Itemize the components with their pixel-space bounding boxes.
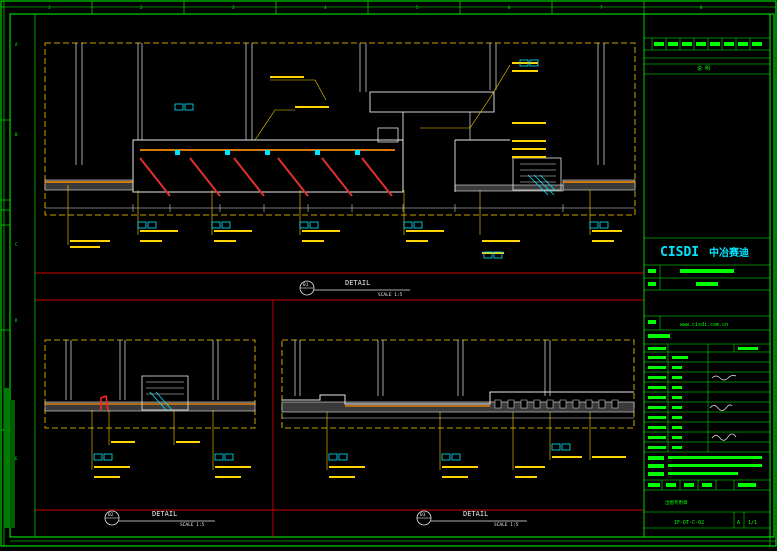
frame-number: 2 xyxy=(140,5,143,10)
frame-number: 4 xyxy=(324,5,327,10)
frame-letter: C xyxy=(15,242,18,247)
frame-number: 3 xyxy=(232,5,235,10)
detail-scale: SCALE 1:5 xyxy=(378,292,403,298)
detail-number: 03 xyxy=(420,512,426,518)
frame-number: 6 xyxy=(508,5,511,10)
section-dividers xyxy=(34,14,644,537)
detail-number: 01 xyxy=(303,282,309,288)
detail-02-drawing xyxy=(44,339,256,478)
detail-01-drawing xyxy=(44,42,636,259)
detail-title: DETAIL xyxy=(345,279,370,287)
detail-number: 02 xyxy=(108,512,114,518)
detail-03-callout: 03 DETAIL SCALE 1:5 xyxy=(416,510,527,528)
company-website: www.cisdi.com.cn xyxy=(680,322,728,328)
frame-letter: B xyxy=(15,132,18,137)
company-logo: CISDI xyxy=(660,245,699,260)
left-notes xyxy=(4,388,15,528)
detail-03-drawing xyxy=(281,339,635,478)
frame-letter: D xyxy=(15,318,18,323)
frame-number: 5 xyxy=(416,5,419,10)
notes-header: 说 明 xyxy=(697,65,710,72)
company-name: 中冶赛迪 xyxy=(709,246,749,259)
stamp-label: 出图专用章 xyxy=(665,499,688,506)
frame-column-numbers: 1 2 3 4 5 6 7 8 xyxy=(48,5,703,10)
drawing-number: IF-DT-C-02 xyxy=(674,520,704,526)
frame-letter: A xyxy=(15,42,18,47)
detail-title: DETAIL xyxy=(152,510,177,518)
frame-row-letters: A B C D E xyxy=(15,42,18,461)
revision: A xyxy=(737,520,740,526)
detail-title: DETAIL xyxy=(463,510,488,518)
detail-scale: SCALE 1:5 xyxy=(180,522,205,528)
detail-02-callout: 02 DETAIL SCALE 1:5 xyxy=(104,510,215,528)
title-block: 说 明 CISDI 中冶赛迪 www.cisdi xyxy=(643,13,771,538)
frame-number: 1 xyxy=(48,5,51,10)
frame-letter: E xyxy=(15,456,18,461)
detail-scale: SCALE 1:5 xyxy=(494,522,519,528)
frame-number: 7 xyxy=(600,5,603,10)
sheet-number: 1/1 xyxy=(748,520,757,526)
detail-01-callout: 01 DETAIL SCALE 1:5 xyxy=(299,279,410,298)
frame-number: 8 xyxy=(700,5,703,10)
